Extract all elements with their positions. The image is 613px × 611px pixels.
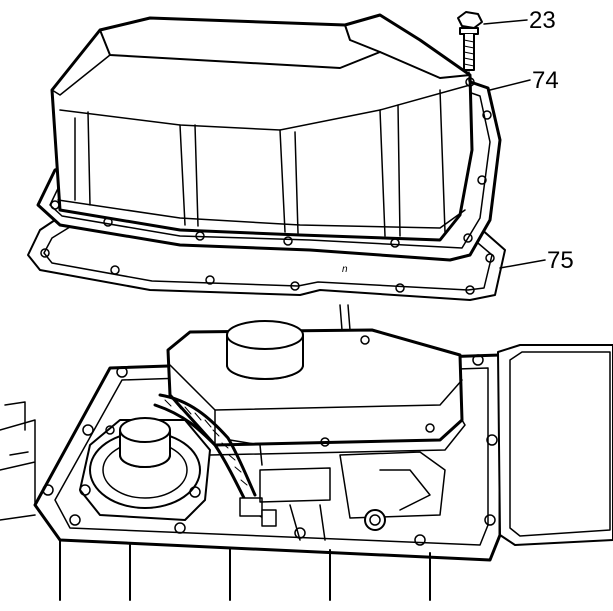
side-pan	[497, 344, 613, 546]
accumulator-housing	[79, 417, 211, 521]
leader-74	[489, 79, 531, 91]
svg-text:n: n	[342, 264, 348, 275]
leader-23	[483, 19, 528, 25]
valve-body-cover	[166, 320, 466, 456]
oil-pan	[36, 13, 502, 262]
pan-bolt	[457, 11, 483, 83]
callout-74: 74	[532, 67, 559, 94]
wiring-harness	[153, 393, 277, 527]
valve-body-details	[229, 304, 446, 541]
gasket-bolt-holes	[40, 248, 495, 295]
leader-75	[499, 259, 546, 269]
callout-23: 23	[529, 7, 556, 34]
callout-75: 75	[547, 247, 574, 274]
pan-bolt-holes	[50, 77, 492, 248]
callout-labels: 23 74 75	[529, 7, 574, 274]
callout-leaders	[483, 19, 546, 269]
